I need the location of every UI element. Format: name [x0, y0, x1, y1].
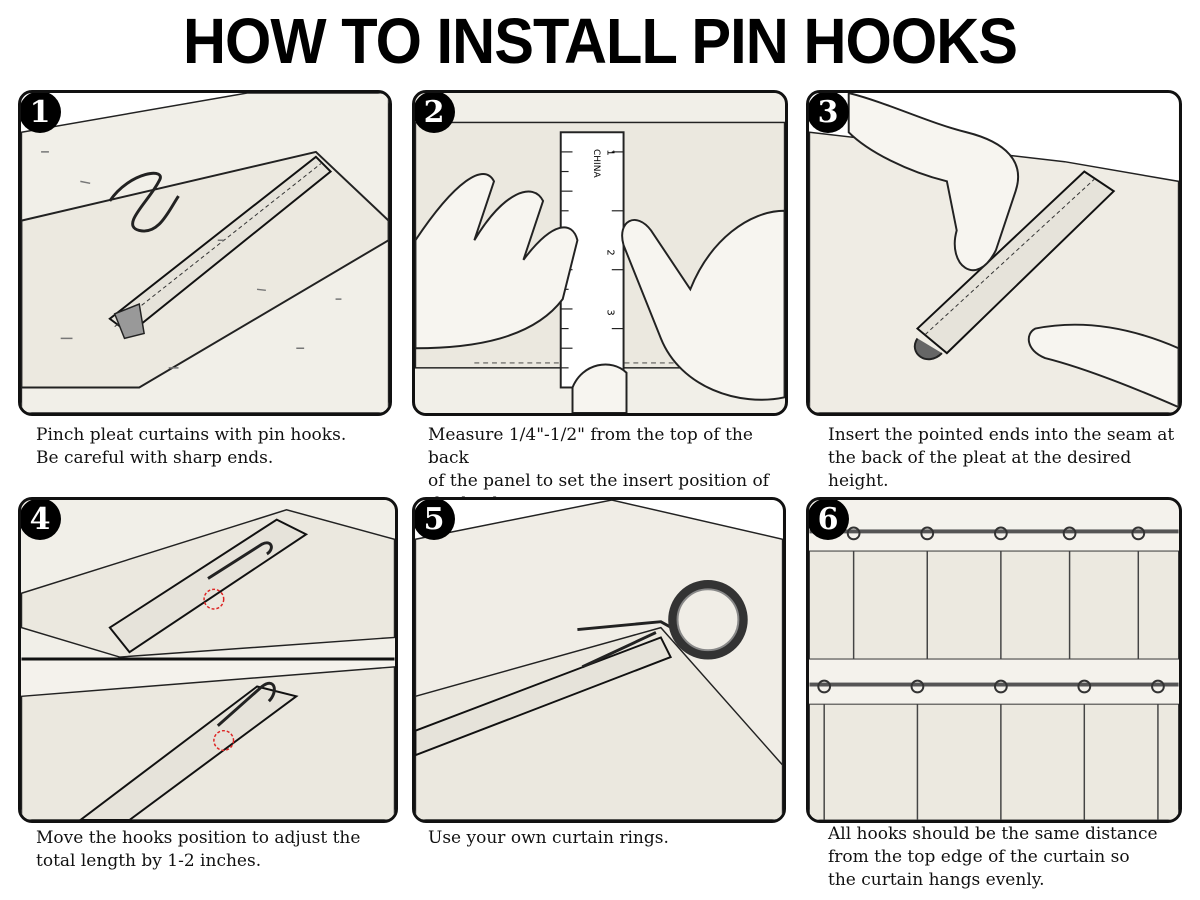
step-4-number: 4	[21, 500, 61, 540]
ruler-mark-3: 3	[604, 309, 616, 316]
step-5-illustration	[415, 500, 783, 820]
step-5-panel: 5	[412, 497, 786, 823]
ruler-mark-2: 2	[604, 249, 616, 256]
step-2-illustration	[415, 93, 785, 413]
step-3-caption: Insert the pointed ends into the seam at…	[828, 425, 1175, 491]
curtain-rod-bottom	[809, 682, 1179, 687]
step-5-caption: Use your own curtain rings.	[428, 828, 669, 848]
ruler-brand-label: CHINA	[591, 149, 601, 178]
step-1-illustration	[21, 93, 389, 413]
step-1-panel: 1	[18, 90, 392, 416]
page-title: HOW TO INSTALL PIN HOOKS	[182, 5, 1018, 77]
ruler-mark-1: 1	[604, 149, 616, 156]
curtain-rod-top	[809, 529, 1179, 534]
step-5-number: 5	[415, 500, 455, 540]
step-1-caption: Pinch pleat curtains with pin hooks. Be …	[36, 425, 347, 468]
step-1-number: 1	[21, 93, 61, 133]
curtain-ring	[668, 580, 748, 660]
step-6-illustration	[809, 500, 1179, 820]
step-4-caption: Move the hooks position to adjust the to…	[36, 828, 361, 871]
step-6-panel: 6	[806, 497, 1182, 823]
step-3-panel: 3	[806, 90, 1182, 416]
step-2-panel: CHINA 1 2 3 2	[412, 90, 788, 416]
step-6-caption: All hooks should be the same distance fr…	[828, 824, 1158, 890]
step-2-number: 2	[415, 93, 455, 133]
step-3-illustration	[809, 93, 1179, 413]
step-6-number: 6	[809, 500, 849, 540]
step-3-number: 3	[809, 93, 849, 133]
step-4-illustration	[21, 500, 395, 820]
step-4-panel: 4	[18, 497, 398, 823]
